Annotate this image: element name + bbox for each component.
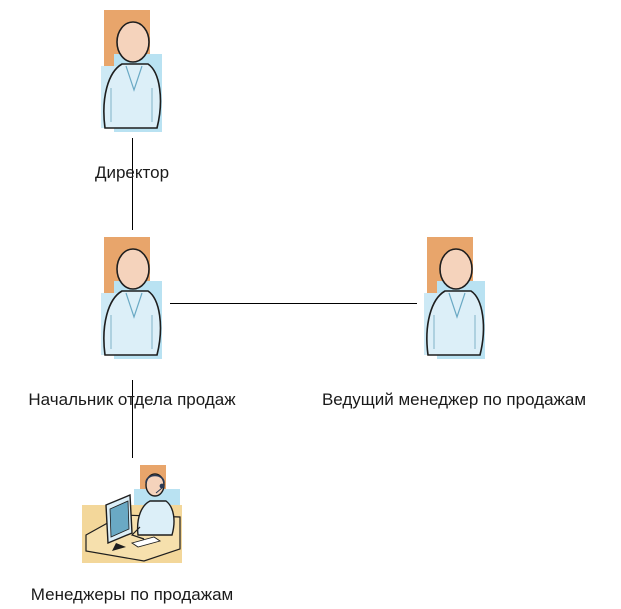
node-label-director: Директор xyxy=(94,163,170,182)
edge-director-to-sales-head xyxy=(132,138,133,230)
edge-sales-head-to-lead-manager xyxy=(170,303,417,304)
person-icon xyxy=(100,10,164,132)
node-label-lead-manager: Ведущий менеджер по продажам xyxy=(321,390,587,409)
edge-sales-head-to-sales-managers xyxy=(132,380,133,458)
node-label-sales-head: Начальник отдела продаж xyxy=(28,390,236,409)
node-label-sales-managers: Менеджеры по продажам xyxy=(30,585,234,604)
person-icon xyxy=(423,237,487,359)
operator-at-computer-icon xyxy=(82,465,184,563)
person-icon xyxy=(100,237,164,359)
